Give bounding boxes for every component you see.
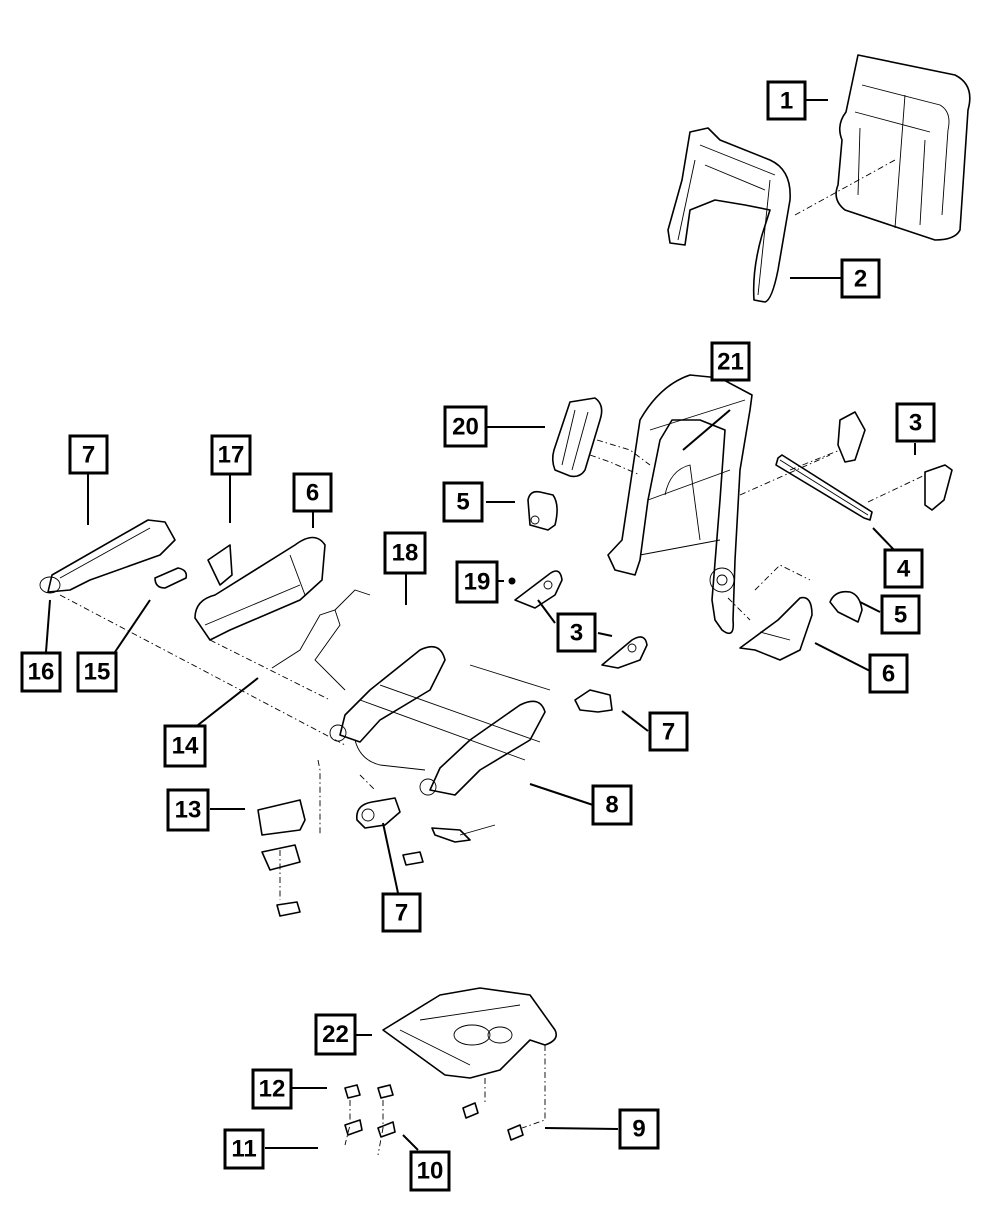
callout-22: 22 xyxy=(314,1013,357,1056)
svg-text:1: 1 xyxy=(780,88,793,115)
seat-shield-left xyxy=(194,536,326,641)
seat-back-panel xyxy=(835,54,971,241)
nut-19 xyxy=(508,577,516,585)
svg-text:4: 4 xyxy=(897,556,911,583)
callout-15: 15 xyxy=(76,651,118,693)
svg-text:11: 11 xyxy=(231,1136,256,1163)
callout-9: 9 xyxy=(618,1108,660,1150)
callout-16: 16 xyxy=(20,651,62,693)
svg-text:3: 3 xyxy=(570,620,583,647)
callout-2: 2 xyxy=(840,258,881,299)
svg-text:14: 14 xyxy=(172,733,199,760)
callout-6-left: 6 xyxy=(292,472,333,513)
svg-text:7: 7 xyxy=(662,719,675,746)
svg-text:12: 12 xyxy=(259,1076,286,1103)
assembly-line xyxy=(794,159,896,216)
side-bracket-3-right xyxy=(924,464,953,511)
svg-text:3: 3 xyxy=(909,410,922,437)
side-bracket-3-lower xyxy=(601,636,648,669)
svg-text:18: 18 xyxy=(392,540,419,567)
callout-14: 14 xyxy=(163,724,207,768)
seat-adjuster xyxy=(329,645,551,796)
callout-10: 10 xyxy=(409,1150,451,1192)
callout-21: 21 xyxy=(710,341,751,382)
callout-11: 11 xyxy=(223,1128,265,1170)
svg-text:6: 6 xyxy=(306,480,319,507)
callout-1: 1 xyxy=(766,80,807,121)
lower-trim-7 xyxy=(355,797,401,829)
svg-text:5: 5 xyxy=(456,489,469,516)
callout-19: 19 xyxy=(455,560,499,604)
callout-17: 17 xyxy=(210,434,252,476)
callout-7-lower: 7 xyxy=(381,892,422,933)
callout-13: 13 xyxy=(166,788,210,832)
callout-7-left: 7 xyxy=(68,434,109,475)
callout-8: 8 xyxy=(591,784,633,826)
trim-panel-17 xyxy=(207,544,233,586)
callout-5-right: 5 xyxy=(880,594,921,635)
callout-3-center: 3 xyxy=(556,612,597,653)
side-bracket-3-center xyxy=(514,570,563,609)
clips-9 xyxy=(462,1102,524,1141)
callout-3-upper: 3 xyxy=(895,402,936,443)
cross-member xyxy=(775,454,873,521)
svg-text:17: 17 xyxy=(218,442,245,469)
svg-text:19: 19 xyxy=(464,569,491,596)
callout-5-left: 5 xyxy=(442,481,484,523)
screws-11 xyxy=(344,1100,384,1156)
right-trim-7 xyxy=(574,689,613,713)
svg-text:13: 13 xyxy=(175,797,202,824)
callout-4: 4 xyxy=(883,548,924,589)
svg-text:15: 15 xyxy=(84,659,111,686)
svg-text:16: 16 xyxy=(28,659,55,686)
svg-text:9: 9 xyxy=(632,1116,645,1143)
adjuster-lever xyxy=(402,824,496,866)
upper-bracket xyxy=(837,411,866,463)
seat-shield-right xyxy=(739,596,813,661)
recliner-cover-right xyxy=(829,590,863,623)
svg-text:5: 5 xyxy=(894,602,907,629)
clips-12 xyxy=(344,1084,394,1099)
svg-text:21: 21 xyxy=(717,349,744,376)
left-trim-7 xyxy=(39,519,176,594)
svg-text:10: 10 xyxy=(417,1158,444,1185)
callout-7-right: 7 xyxy=(648,711,689,752)
seat-back-frame-trim xyxy=(667,127,791,303)
svg-text:6: 6 xyxy=(882,661,895,688)
svg-text:7: 7 xyxy=(82,442,95,469)
brackets-10 xyxy=(344,1119,396,1138)
leader-lines xyxy=(45,99,916,1151)
callout-18: 18 xyxy=(383,531,427,575)
knob-15 xyxy=(154,567,188,589)
seat-cushion-pan xyxy=(382,987,558,1079)
svg-text:22: 22 xyxy=(322,1021,349,1048)
callout-12: 12 xyxy=(251,1068,293,1110)
callout-20: 20 xyxy=(443,405,488,448)
control-module xyxy=(257,799,306,917)
recliner-cover-left xyxy=(527,490,558,531)
seat-back-frame xyxy=(607,374,753,635)
svg-text:2: 2 xyxy=(854,266,867,293)
side-airbag xyxy=(551,397,603,478)
svg-text:7: 7 xyxy=(395,900,408,927)
svg-text:20: 20 xyxy=(452,414,479,441)
svg-text:8: 8 xyxy=(605,792,618,819)
callout-6-right: 6 xyxy=(868,653,909,694)
wiring-harness xyxy=(271,589,371,691)
